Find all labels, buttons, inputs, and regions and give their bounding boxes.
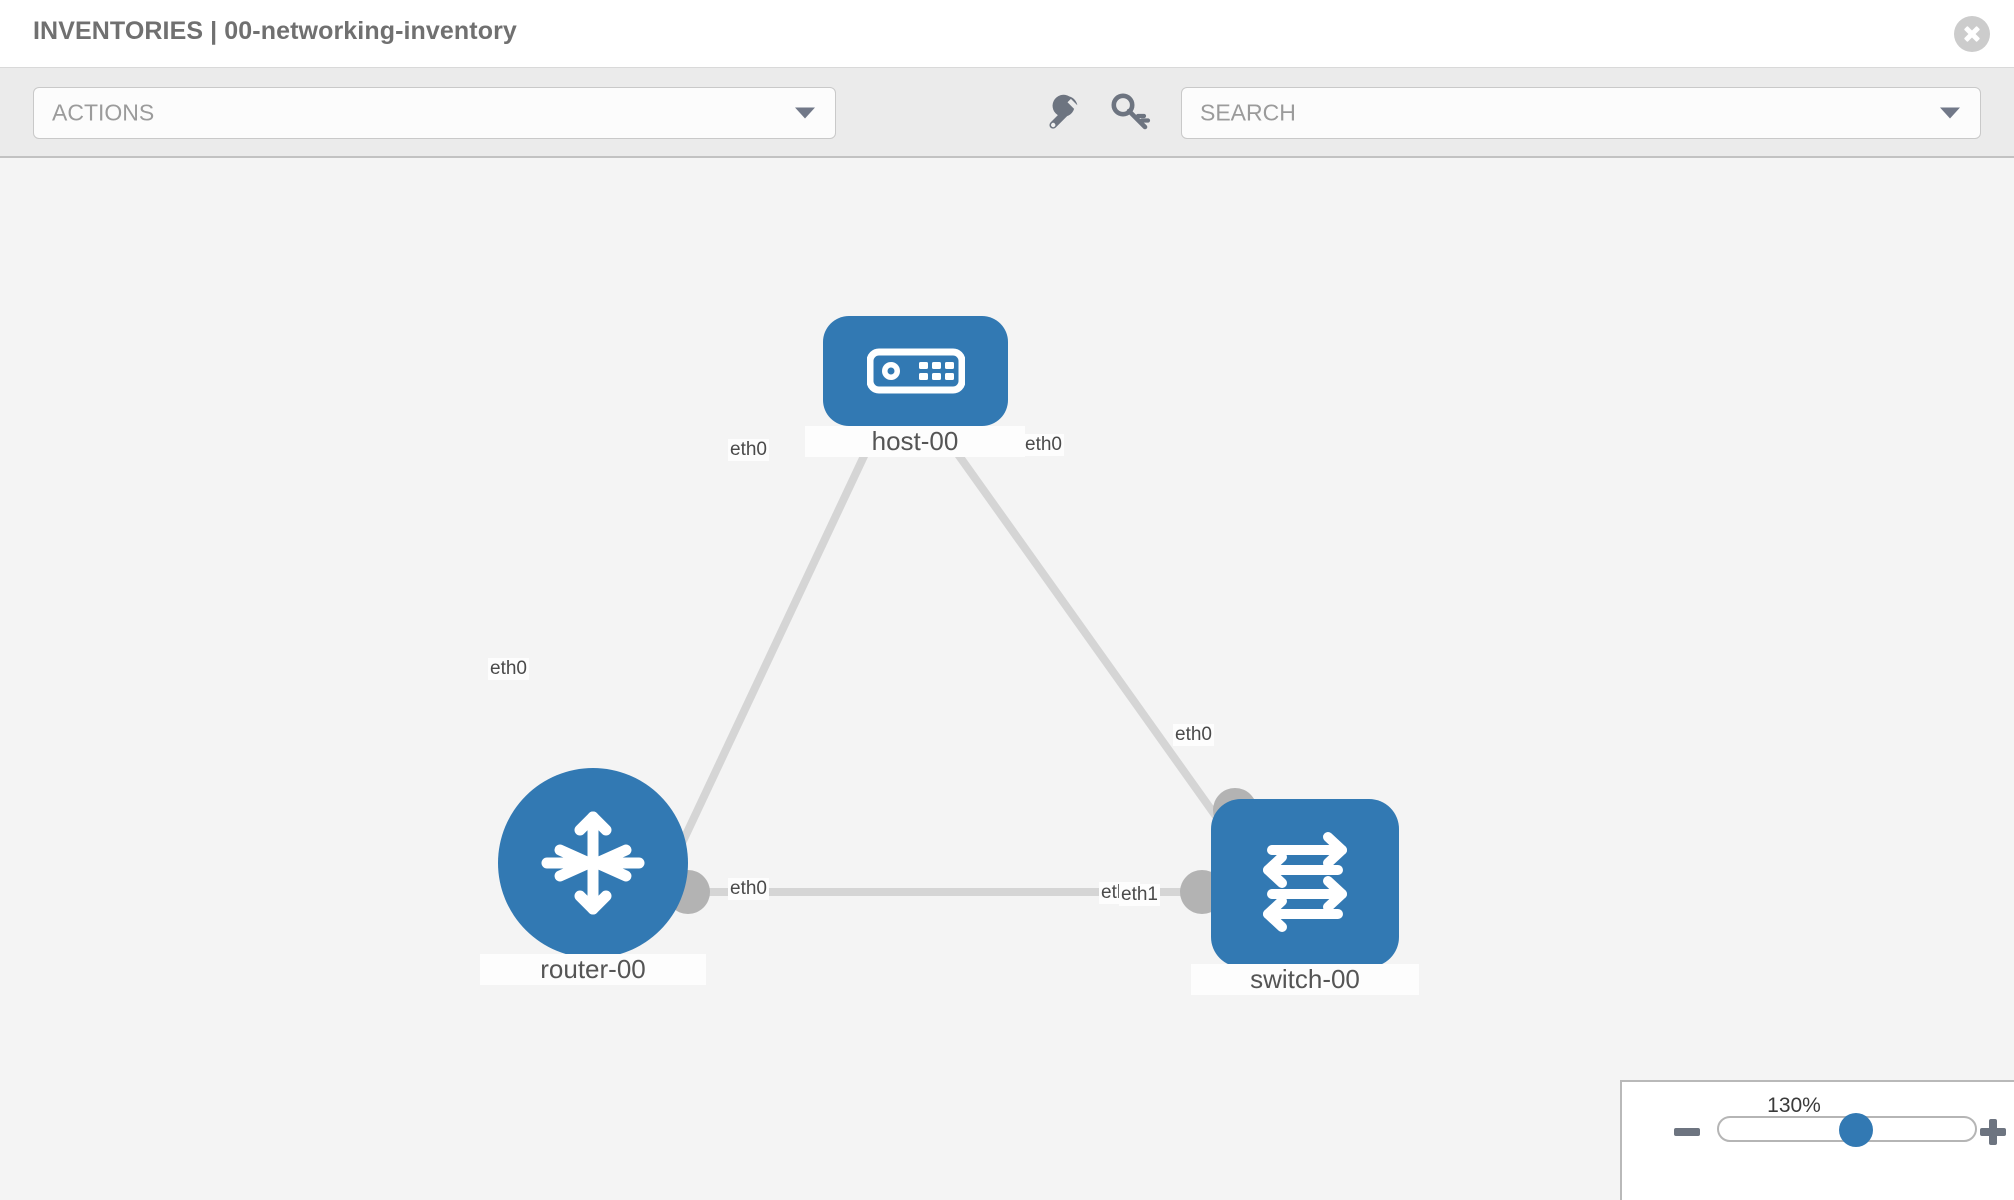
switch-arrows-icon bbox=[1263, 832, 1347, 932]
iface-label-switch-00-eth1: eth1 bbox=[1119, 884, 1160, 906]
search-input[interactable]: SEARCH bbox=[1181, 87, 1981, 139]
chevron-down-icon bbox=[795, 107, 815, 119]
actions-dropdown-label: ACTIONS bbox=[52, 99, 155, 126]
link-router-host bbox=[656, 420, 884, 892]
zoom-slider-thumb[interactable] bbox=[1838, 1113, 1873, 1147]
link-host-switch bbox=[931, 419, 1244, 853]
wrench-icon[interactable] bbox=[1040, 90, 1084, 134]
toolbar: ACTIONS SEARCH bbox=[0, 68, 2014, 158]
iface-label-router-00-eth0-uplink: eth0 bbox=[488, 658, 529, 680]
iface-label-host-00-eth0-right: eth0 bbox=[1023, 434, 1064, 456]
search-input-placeholder: SEARCH bbox=[1200, 99, 1296, 126]
close-icon[interactable] bbox=[1954, 16, 1990, 52]
router-00-label: router-00 bbox=[480, 954, 706, 985]
topology-canvas[interactable]: host-00 eth0 eth0 router-00 eth0 eth0 bbox=[0, 160, 2014, 1200]
zoom-level-label: 130% bbox=[1767, 1094, 1821, 1117]
zoom-out-button[interactable] bbox=[1674, 1128, 1700, 1136]
key-icon[interactable] bbox=[1108, 90, 1152, 134]
switch-00-label: switch-00 bbox=[1191, 964, 1419, 995]
iface-label-host-00-eth0-left: eth0 bbox=[728, 439, 769, 461]
zoom-slider-track[interactable] bbox=[1717, 1113, 1977, 1147]
router-arrows-icon bbox=[541, 811, 645, 915]
zoom-control-panel: 130% bbox=[1620, 1080, 2014, 1200]
chevron-down-icon[interactable] bbox=[1940, 107, 1960, 119]
iface-label-router-00-eth0-lan: eth0 bbox=[728, 878, 769, 900]
server-icon bbox=[866, 348, 965, 394]
zoom-in-button[interactable] bbox=[1980, 1119, 2006, 1145]
host-00-label: host-00 bbox=[805, 426, 1025, 457]
app-header: INVENTORIES | 00-networking-inventory bbox=[0, 0, 2014, 68]
actions-dropdown[interactable]: ACTIONS bbox=[33, 87, 836, 139]
zoom-in-icon-horizontal bbox=[1980, 1128, 2006, 1136]
host-00-shape[interactable] bbox=[823, 316, 1008, 426]
topology-links bbox=[656, 396, 1257, 914]
page-title: INVENTORIES | 00-networking-inventory bbox=[33, 17, 517, 45]
iface-label-switch-00-eth0-uplink: eth0 bbox=[1173, 724, 1214, 746]
router-00-shape[interactable] bbox=[498, 768, 688, 958]
switch-00-shape[interactable] bbox=[1211, 799, 1399, 967]
